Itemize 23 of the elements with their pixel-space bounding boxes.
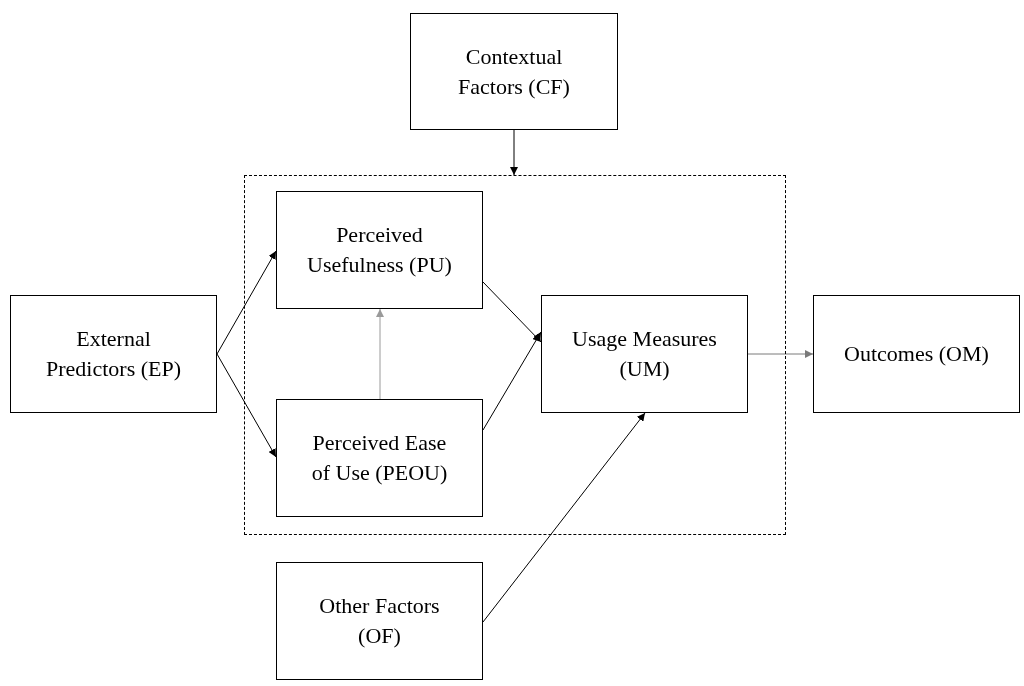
arrow xyxy=(482,281,542,343)
process-box xyxy=(410,13,618,130)
arrow xyxy=(216,250,277,355)
arrow xyxy=(376,308,384,400)
arrow xyxy=(510,129,518,176)
box-label: External Predictors (EP) xyxy=(45,325,182,383)
box-label: Usage Measures (UM) xyxy=(571,325,718,383)
arrow xyxy=(216,353,277,458)
box-label: Perceived Usefulness (PU) xyxy=(306,221,453,279)
arrow xyxy=(482,331,542,431)
process-box xyxy=(276,562,483,680)
box-label: Outcomes (OM) xyxy=(844,340,989,368)
process-box xyxy=(276,191,483,309)
box-label: Other Factors (OF) xyxy=(318,592,441,650)
process-box xyxy=(276,399,483,517)
process-box xyxy=(813,295,1020,413)
box-label: Contextual Factors (CF) xyxy=(457,42,571,101)
dashed-group-box xyxy=(244,175,786,535)
box-label: Perceived Ease of Use (PEOU) xyxy=(310,429,449,487)
arrow xyxy=(747,350,814,358)
arrow xyxy=(482,412,646,623)
process-box xyxy=(541,295,748,413)
process-box xyxy=(10,295,217,413)
